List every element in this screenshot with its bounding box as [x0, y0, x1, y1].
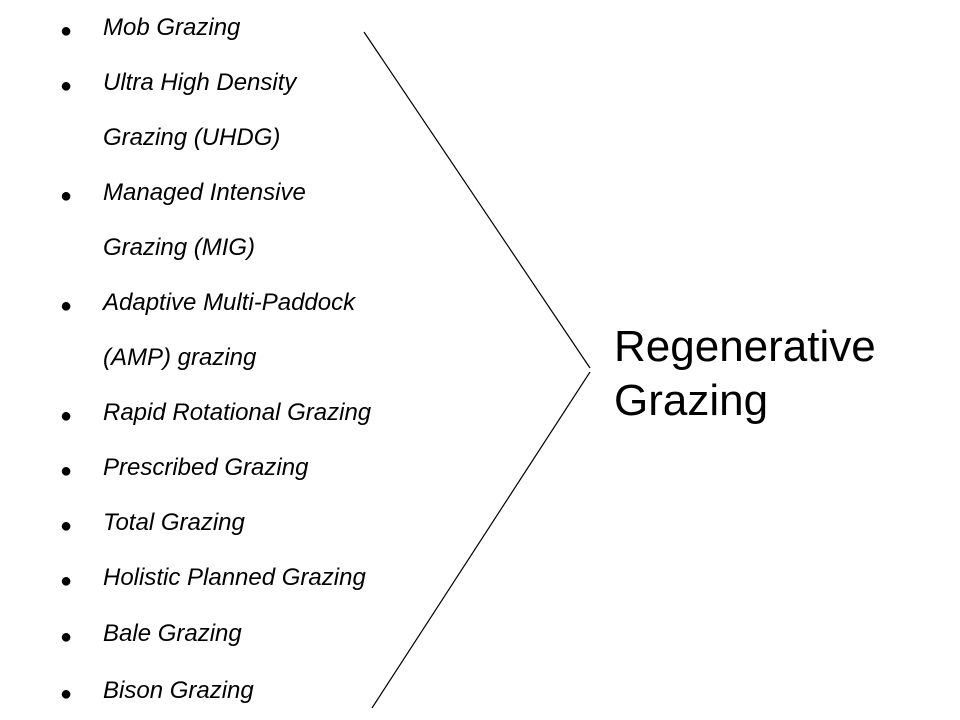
list-item-text: Prescribed Grazing — [103, 454, 309, 481]
bullet-icon: ● — [60, 20, 73, 42]
bullet-icon: ● — [60, 570, 73, 592]
bullet-icon: ● — [60, 460, 73, 482]
list-item-text: Total Grazing — [103, 509, 245, 536]
bullet-icon: ● — [60, 683, 73, 705]
list-item-text: Adaptive Multi-Paddock — [103, 289, 356, 316]
list-item-text-continued: Grazing (MIG) — [103, 234, 256, 261]
list-item-text: Holistic Planned Grazing — [103, 564, 366, 591]
bullet-icon: ● — [60, 405, 73, 427]
list-item-text: Mob Grazing — [103, 14, 241, 41]
list-item-text: Rapid Rotational Grazing — [103, 399, 372, 426]
list-item-text: Ultra High Density — [103, 69, 297, 96]
bullet-icon: ● — [60, 185, 73, 207]
bullet-icon: ● — [60, 75, 73, 97]
list-item-text: Managed Intensive — [103, 179, 306, 206]
bullet-icon: ● — [60, 515, 73, 537]
regenerative-grazing-label: Regenerative Grazing — [614, 320, 876, 428]
list-item-text: Bison Grazing — [103, 677, 254, 704]
list-item-text-continued: (AMP) grazing — [103, 344, 257, 371]
bullet-icon: ● — [60, 626, 73, 648]
list-item-text: Bale Grazing — [103, 620, 242, 647]
target-label-line-1: Regenerative — [614, 322, 876, 371]
bullet-icon: ● — [60, 295, 73, 317]
bracket-upper-line — [363, 31, 591, 369]
target-label-line-2: Grazing — [614, 376, 769, 425]
bracket-lower-line — [371, 371, 591, 709]
list-item-text-continued: Grazing (UHDG) — [103, 124, 281, 151]
